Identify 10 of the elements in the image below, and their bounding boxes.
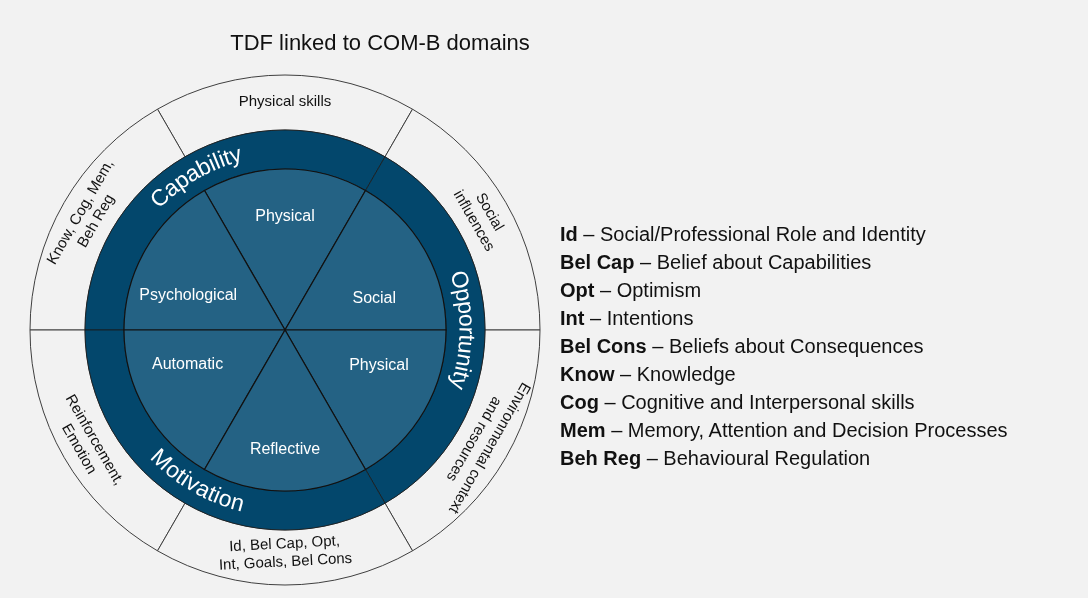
abbreviation-definition: Opt – Optimism — [560, 278, 703, 303]
abbreviation-definition: Int – Intentions — [560, 306, 695, 331]
abbreviation-definition: Cog – Cognitive and Interpersonal skills — [560, 390, 916, 415]
title-text: TDF linked to COM-B domains — [229, 30, 531, 56]
abbreviation-definition: Bel Cap – Belief about Capabilities — [560, 250, 873, 275]
abbreviation-definition: Id – Social/Professional Role and Identity — [560, 222, 927, 247]
abbreviation-definition: Beh Reg – Behavioural Regulation — [560, 446, 872, 471]
abbreviation-definition: Bel Cons – Beliefs about Consequences — [560, 334, 925, 359]
abbreviation-definition: Mem – Memory, Attention and Decision Processes — [560, 418, 1008, 443]
abbreviation-definition: Know – Knowledge — [560, 362, 737, 387]
